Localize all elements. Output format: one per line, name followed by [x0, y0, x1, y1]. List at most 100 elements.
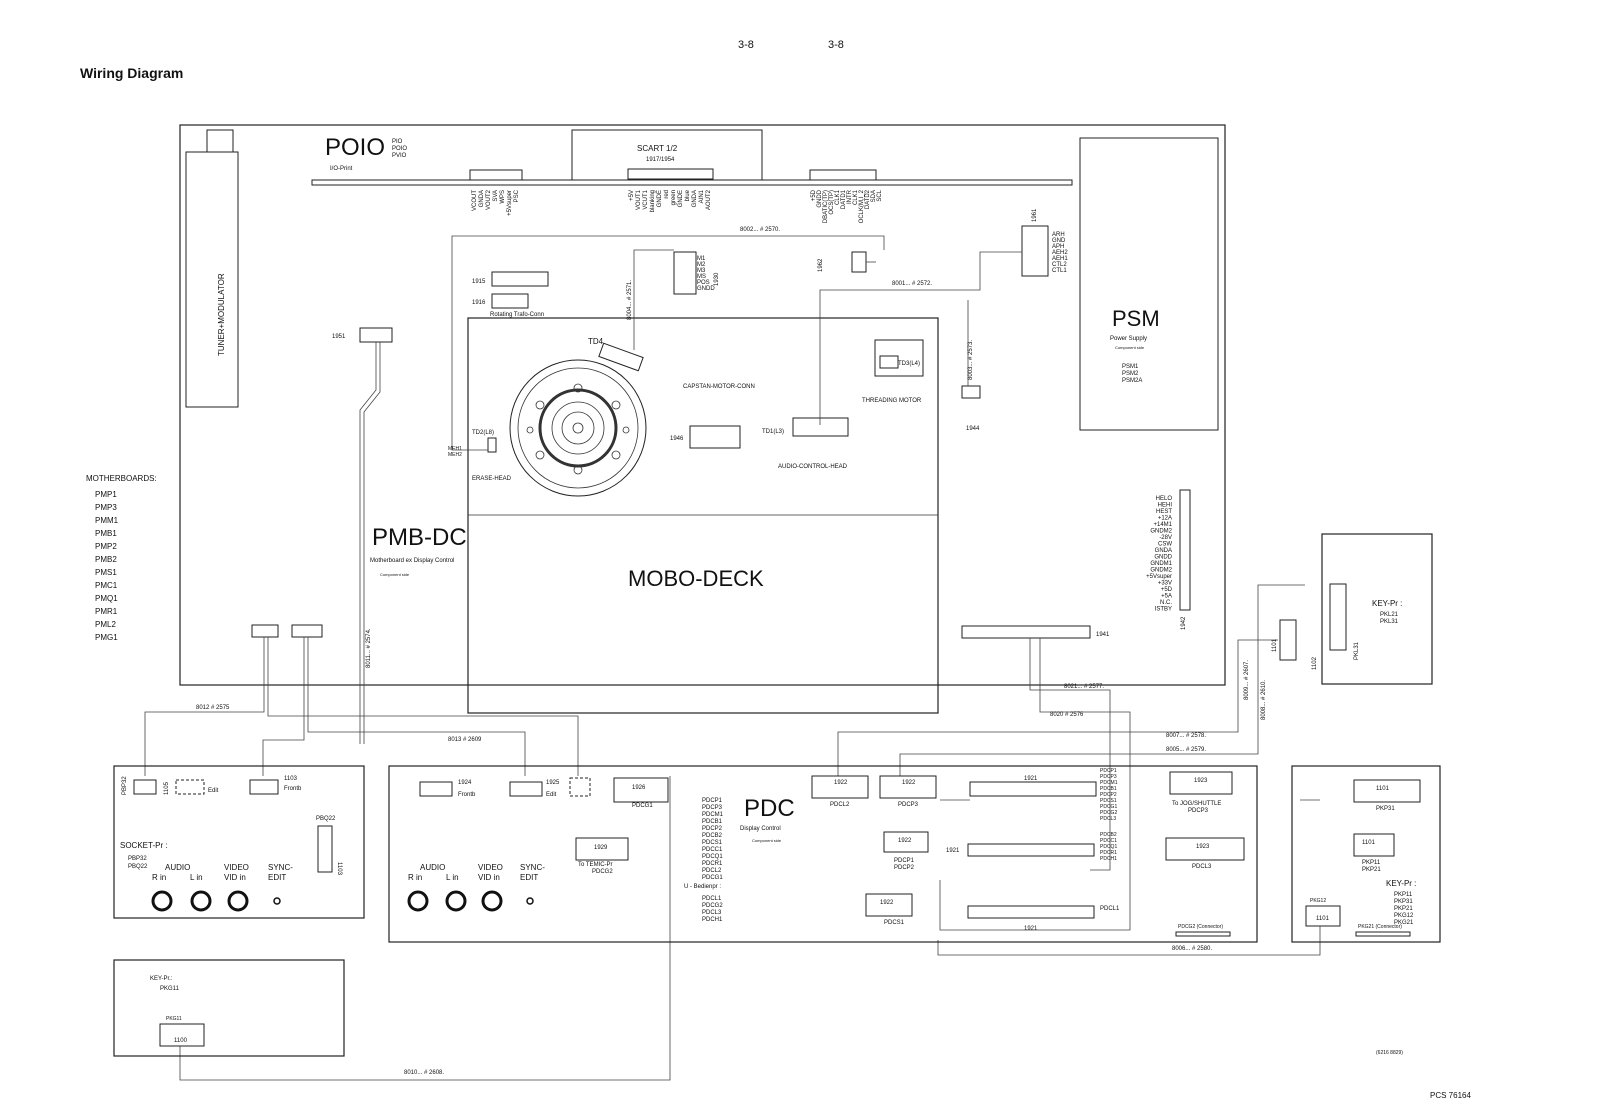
wire-2609-label: 8013 # 2609 — [448, 737, 482, 743]
pdc-1929-connector — [575, 837, 629, 861]
psm-sig: HEST — [1156, 509, 1172, 515]
key-right-1101-label: 1101 — [1272, 638, 1278, 652]
wires-lower — [144, 584, 1321, 1081]
pdc-1921b-connector — [967, 843, 1095, 857]
psm-side: Component side — [1115, 345, 1145, 350]
key-right-board — [1321, 533, 1433, 685]
c1962-label: 1962 — [818, 258, 824, 272]
wire-2573-label: 8003... # 2573. — [968, 340, 974, 380]
key-lower-1101a-label: 1101 — [1376, 786, 1390, 792]
psm-sig: +33V — [1158, 581, 1172, 587]
pdc-l-in: L in — [446, 873, 459, 882]
poio-right-sig: DBATIC(TP) — [823, 190, 829, 223]
capstan-connector — [689, 425, 741, 449]
poio-right-sig: OCLK(M,I_2 — [859, 189, 865, 223]
c1944-label: 1944 — [966, 426, 980, 432]
pdc-1926-connector — [613, 777, 669, 803]
socket-sync-label: SYNC- — [268, 863, 293, 872]
td3-connector — [879, 355, 899, 369]
wire-2574-label: 8011... # 2574. — [366, 628, 372, 668]
scart-sig: blue — [685, 189, 691, 201]
pdc-edit-sub: EDIT — [520, 873, 538, 882]
c1930-sig: M2 — [697, 262, 706, 268]
socket-l-in: L in — [190, 873, 203, 882]
c1930-sig: POS — [697, 280, 710, 286]
pdc-variant: PDCB2 — [702, 833, 723, 839]
psm-sig: HELO — [1156, 496, 1173, 502]
pdc-1924-label: 1924 — [458, 780, 472, 786]
pdc-1921c-connector — [967, 905, 1095, 919]
pmb-board-outline — [179, 124, 1226, 686]
poio-left-signals: VCOUT GNDA VOUT2 SVA WPS +5Vsuper PSC — [472, 189, 520, 216]
meh-label-1: MEH1 — [448, 446, 462, 452]
pdc-variant: PDCP3 — [702, 805, 723, 811]
socket-frontb-label: Frontb — [284, 786, 302, 792]
pdc-sync-label: SYNC- — [520, 863, 545, 872]
socket-edit-connector — [175, 779, 205, 795]
key-lower-variant: PKP11 — [1394, 892, 1413, 898]
socket-1103b-label: 1103 — [336, 862, 342, 876]
scart-sig: VCUT1 — [643, 189, 649, 209]
pdc-1921-variant: PDCP1 — [1100, 768, 1117, 774]
pdc-pdcl2-label: PDCL2 — [830, 802, 850, 808]
pdc-edit-dashed-connector — [569, 777, 591, 797]
td1-connector — [792, 417, 849, 437]
key-lower-pkg21conn-label: PKG21 (Connector) — [1358, 924, 1402, 930]
pdc-1923b-label: 1923 — [1196, 844, 1210, 850]
pdc-1921-variant: PDCP2 — [1100, 792, 1117, 798]
c1961-signals: ARH GND APH AEH2 AEH1 CTL2 CTL1 — [1052, 232, 1068, 274]
c1962-connector — [851, 251, 867, 273]
poio-right-sig: SCL — [877, 189, 883, 201]
scart-sig: AOUT2 — [706, 189, 712, 210]
pdc-1922c-connector — [883, 831, 929, 853]
c1941-connector — [961, 625, 1091, 639]
pdc-variant: PDCL2 — [702, 868, 722, 874]
scart-sig: GNDE — [657, 190, 663, 207]
c1916-connector — [491, 293, 529, 309]
pdc-to-temic: To TEMIC-Pr — [578, 862, 613, 868]
c1961-sig: GND — [1052, 238, 1066, 244]
drawing-ref: PCS 76164 — [1430, 1091, 1471, 1100]
psm-sig: +5Vsuper — [1146, 574, 1172, 580]
c1943-connector — [291, 624, 323, 638]
page-number-left: 3-8 — [738, 39, 754, 51]
motherboard-item: PMQ1 — [95, 594, 118, 603]
key-lower-1101b-connector — [1353, 833, 1395, 857]
c1916-label: 1916 — [472, 300, 486, 306]
c1930-sig: M3 — [697, 268, 706, 274]
c1930-signals: M1 M2 M3 MS POS GNDD — [697, 256, 715, 292]
motherboard-item: PMG1 — [95, 633, 118, 642]
socket-title: SOCKET-Pr : — [120, 841, 168, 850]
pdc-1922d-connector — [865, 893, 913, 917]
pdc-pdcg2-conn-strip — [1175, 931, 1231, 937]
c1961-connector — [1021, 225, 1049, 277]
pdc-l-jack — [445, 890, 467, 912]
key-left-board — [113, 959, 345, 1057]
pdc-1921b-variant: PDCQ1 — [1100, 844, 1117, 850]
scart-sig: AIN1 — [699, 189, 705, 203]
key-lower-variant: PKP21 — [1394, 906, 1413, 912]
socket-pbp32-label: PBP32 — [122, 776, 128, 795]
c1951-label: 1951 — [332, 334, 346, 340]
key-lower-pkp11-label: PKP11 — [1362, 860, 1381, 866]
poio-left-sig: VOUT2 — [486, 189, 492, 210]
c1915-connector — [491, 271, 549, 287]
poio-left-sig: +5Vsuper — [507, 190, 513, 216]
socket-l-jack — [190, 890, 212, 912]
pdc-variant: PDCQ1 — [702, 854, 723, 860]
key-lower-right-board — [1291, 765, 1441, 943]
key-right-title: KEY-Pr : — [1372, 599, 1402, 608]
td2-connector — [487, 437, 497, 453]
td4-connector — [598, 342, 644, 372]
poio-right-sig: +5D — [811, 189, 817, 201]
tuner-label: TUNER+MODULATOR — [217, 273, 226, 356]
psm-sig: +12A — [1158, 516, 1172, 522]
poio-right-pins — [809, 169, 877, 181]
scart-sig: +5V — [629, 190, 635, 201]
c1941-label: 1941 — [1096, 632, 1110, 638]
head-drum — [509, 359, 647, 497]
poio-variant-2: POIO — [392, 146, 407, 152]
pdc-name: PDC — [744, 795, 795, 822]
pdc-pdcs1-label: PDCS1 — [884, 920, 905, 926]
pdc-1921-connector — [969, 781, 1097, 797]
